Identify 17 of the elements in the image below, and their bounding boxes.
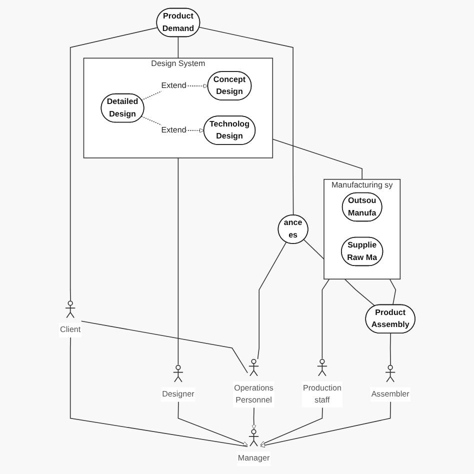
edge-label: Extend	[161, 125, 186, 134]
edge-label: Extend	[161, 80, 186, 90]
connector	[70, 27, 158, 302]
connector	[390, 332, 391, 366]
arrow	[252, 407, 256, 430]
connector	[272, 138, 362, 180]
connector	[322, 278, 330, 360]
arrow	[260, 401, 391, 448]
connector	[70, 337, 248, 447]
connector	[178, 158, 179, 366]
connector	[389, 278, 396, 306]
connector	[257, 242, 287, 360]
connector	[80, 320, 248, 374]
arrow	[178, 401, 248, 446]
connector	[178, 36, 179, 59]
arrow	[260, 407, 323, 446]
connector	[198, 26, 294, 216]
